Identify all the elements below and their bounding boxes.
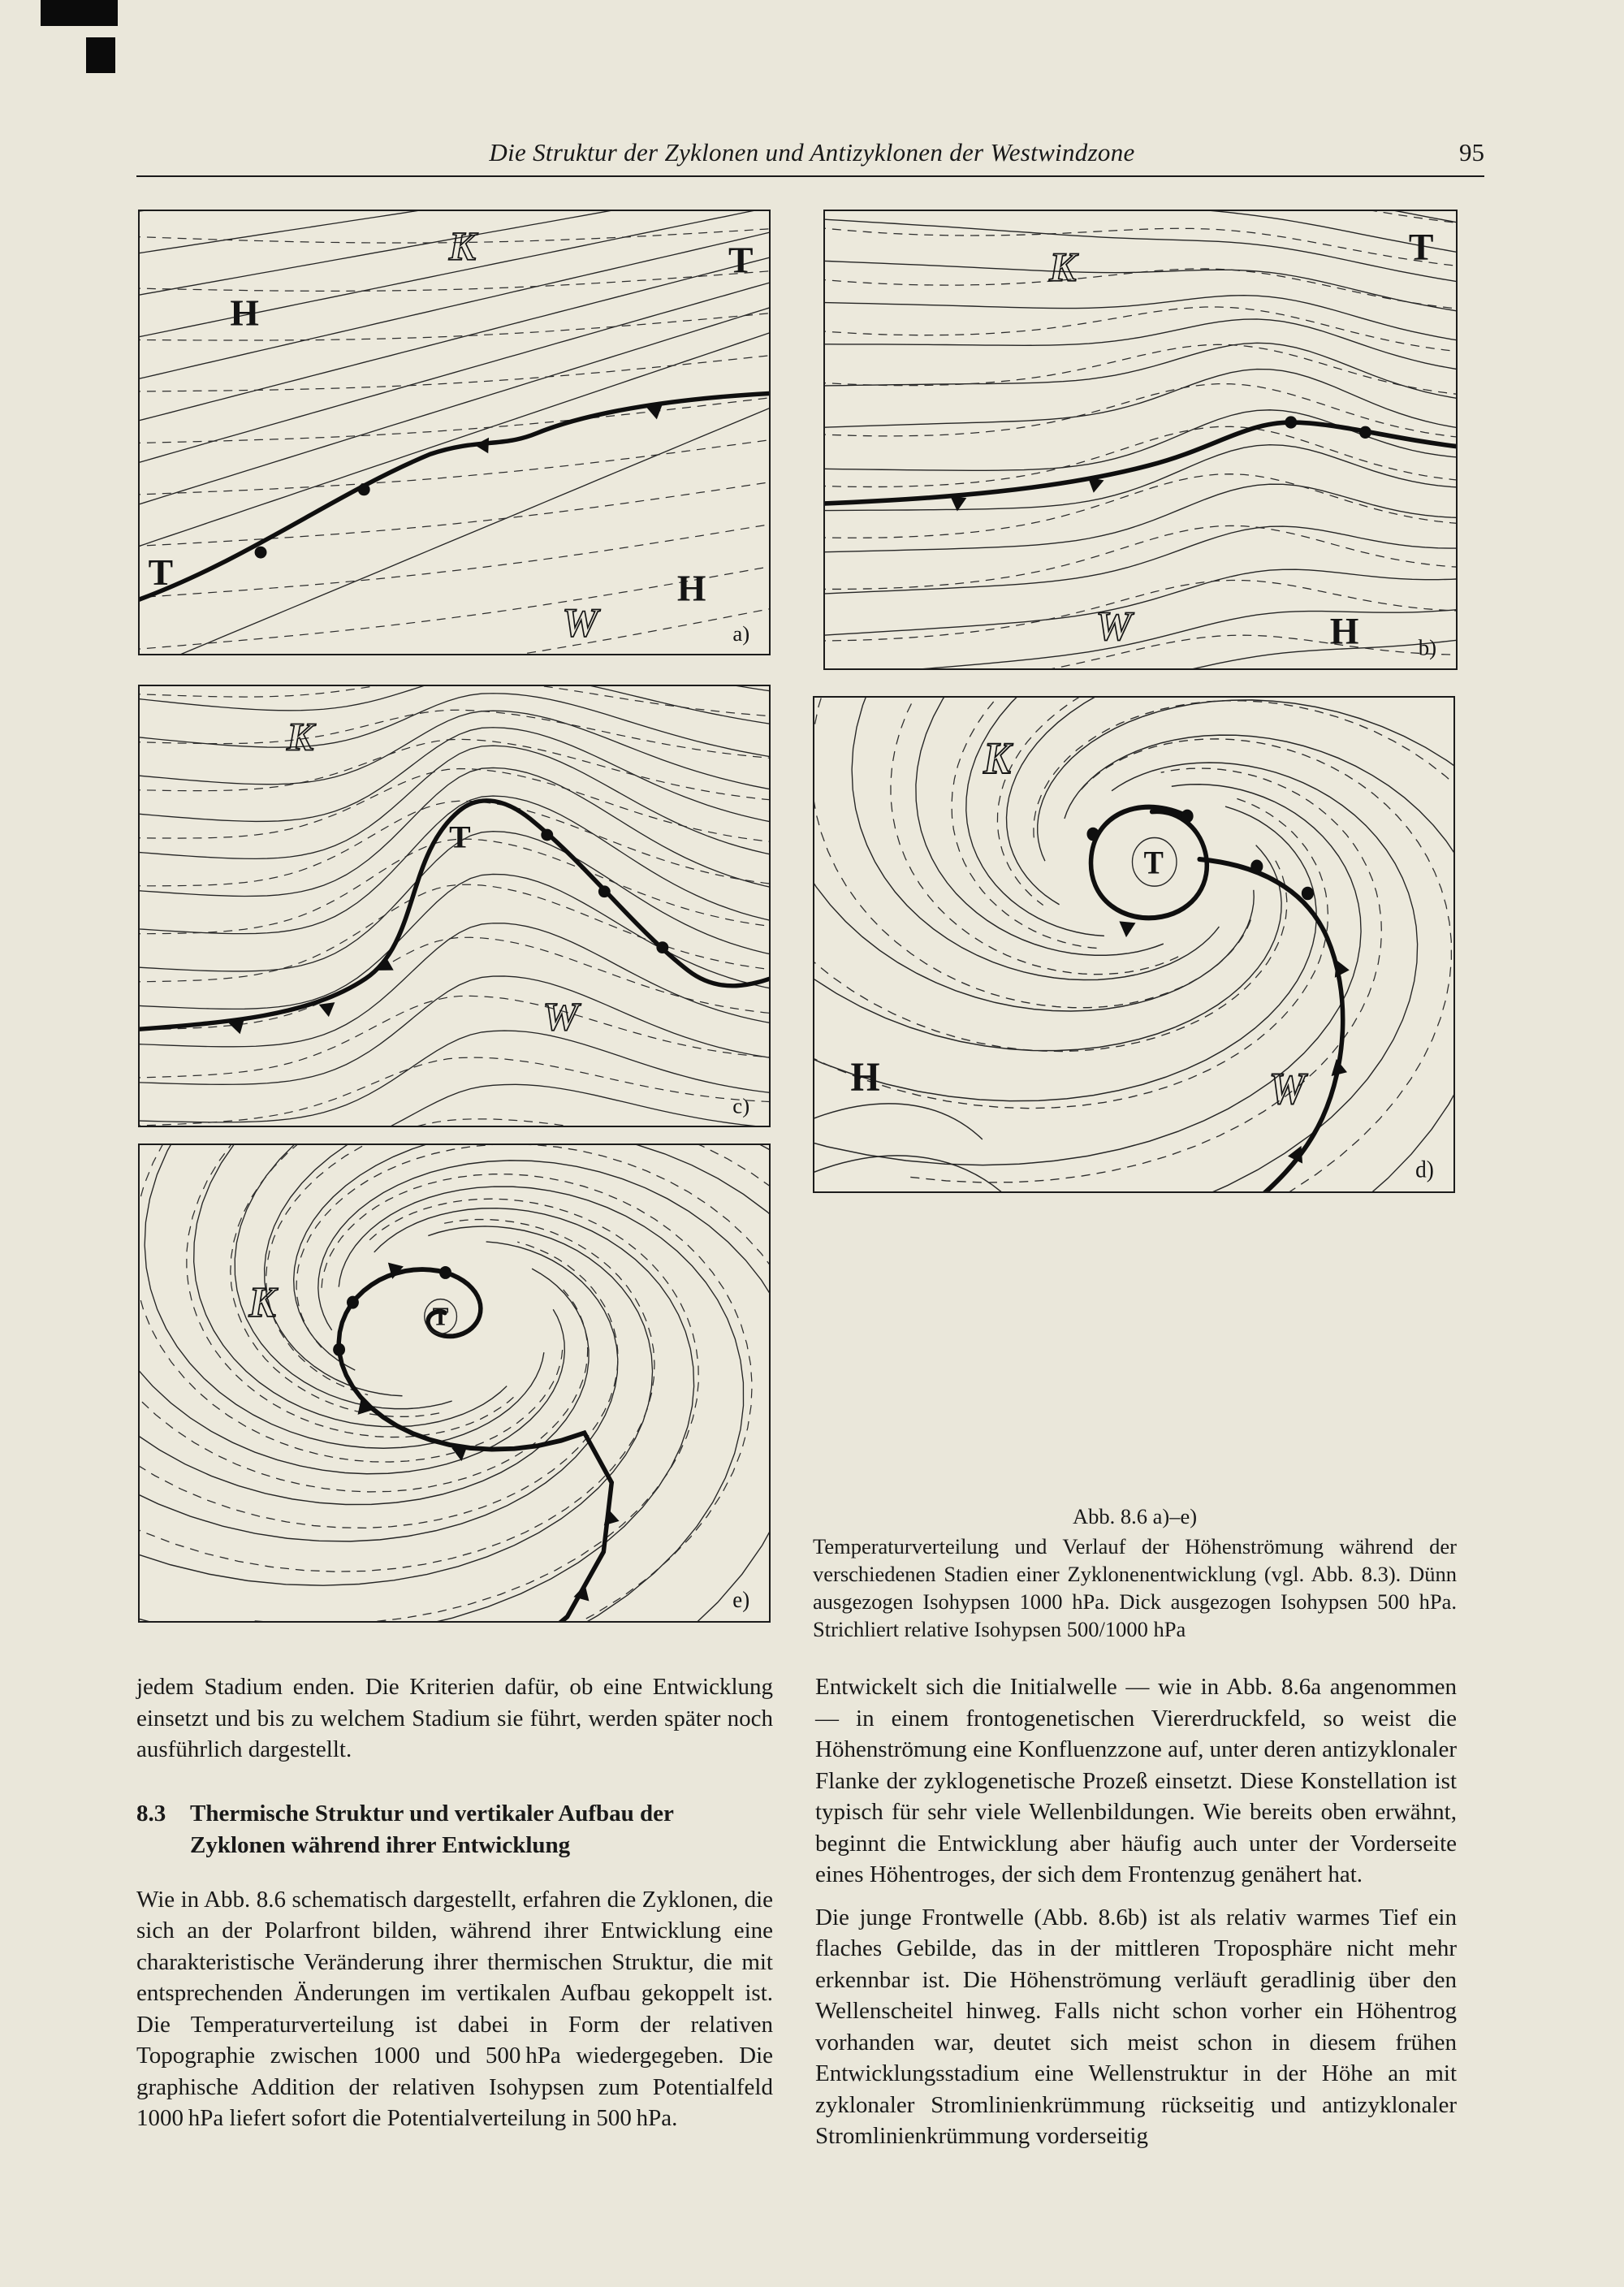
cold-front-triangle: [378, 956, 394, 971]
cold-front-triangle: [1087, 477, 1104, 493]
panel-label: b): [1419, 635, 1436, 659]
figure-caption: Abb. 8.6 a)–e) Temperaturverteilung und …: [813, 1502, 1457, 1643]
pressure-letter: T: [728, 239, 753, 280]
warm-front-dot: [1250, 859, 1263, 874]
pressure-letter: T: [149, 551, 173, 593]
low-center-circle: [1131, 837, 1177, 887]
header-rule: [136, 175, 1484, 177]
pressure-letter: W: [1095, 603, 1134, 650]
pressure-letter: K: [983, 734, 1013, 784]
pressure-letter: T: [433, 1302, 449, 1331]
cold-front-triangle: [1119, 921, 1136, 938]
pressure-letter: K: [286, 715, 316, 759]
warm-front-dot: [1358, 426, 1371, 439]
weather-chart-c: K T Wc): [140, 686, 769, 1126]
cold-front-triangle: [1331, 1058, 1348, 1076]
cold-front-triangle: [451, 1445, 468, 1462]
pressure-letter: K: [1048, 244, 1078, 290]
warm-front-dot: [1285, 416, 1298, 429]
front-line: [1088, 804, 1209, 921]
pressure-letter: H: [677, 568, 706, 609]
paragraph: jedem Stadium enden. Die Kriterien dafür…: [136, 1674, 773, 1762]
pressure-letter: H: [851, 1054, 880, 1100]
cold-front-triangle: [1287, 1145, 1303, 1164]
warm-front-dot: [656, 941, 669, 954]
warm-front-dot: [598, 885, 611, 898]
cold-front-triangle: [1334, 959, 1350, 978]
right-column: Entwickelt sich die Initialwelle — wie i…: [815, 1671, 1457, 2152]
left-column: jedem Stadium enden. Die Kriterien dafür…: [136, 1671, 773, 2134]
warm-front-dot: [1181, 809, 1194, 824]
paragraph: Entwickelt sich die Initialwelle — wie i…: [815, 1674, 1457, 1887]
warm-front-dot: [333, 1342, 346, 1356]
pressure-letter: K: [248, 1278, 279, 1326]
figure-caption-body: Temperaturverteilung und Verlauf der Höh…: [813, 1534, 1457, 1641]
cold-front-triangle: [357, 1398, 374, 1415]
pressure-letter: T: [1409, 227, 1434, 269]
figure-caption-title: Abb. 8.6 a)–e): [1072, 1504, 1198, 1528]
front-line: [1197, 856, 1345, 1191]
section-title: Thermische Struktur und vertikaler Aufba…: [190, 1800, 674, 1858]
weather-chart-d: K T H Wd): [814, 698, 1453, 1191]
pressure-letter: K: [448, 224, 478, 269]
cold-front-triangle: [603, 1508, 620, 1526]
low-center-circle: [424, 1298, 458, 1334]
pressure-letter: T: [449, 819, 471, 855]
front-line: [140, 798, 769, 1031]
pressure-letter: W: [1269, 1065, 1309, 1114]
scan-mark: [86, 37, 115, 73]
front-line: [825, 420, 1456, 506]
warm-front-dot: [357, 483, 370, 496]
page-header-title: Die Struktur der Zyklonen und Antizyklon…: [489, 138, 1135, 166]
cold-front-triangle: [573, 1584, 590, 1602]
panel-label: a): [732, 621, 749, 646]
scan-mark: [41, 0, 118, 26]
front-line: [336, 1267, 615, 1621]
warm-front-dot: [346, 1295, 359, 1309]
section-number: 8.3: [136, 1800, 166, 1827]
cold-front-triangle: [474, 437, 490, 454]
cold-front-triangle: [318, 1002, 335, 1018]
paragraph: Wie in Abb. 8.6 schematisch dargestellt,…: [136, 1886, 773, 2132]
pressure-letter: H: [230, 292, 259, 334]
panel-label: e): [732, 1587, 749, 1613]
weather-chart-e: K Te): [140, 1145, 769, 1621]
pressure-letter: T: [1144, 845, 1164, 881]
warm-front-dot: [254, 546, 267, 559]
paragraph: Die junge Frontwelle (Abb. 8.6b) ist als…: [815, 1904, 1457, 2150]
warm-front-dot: [439, 1265, 451, 1279]
pressure-letter: W: [543, 994, 581, 1039]
cold-front-triangle: [228, 1018, 244, 1035]
pressure-letter: W: [562, 600, 601, 645]
page-number: 95: [1459, 138, 1484, 166]
front-line: [140, 391, 769, 602]
warm-front-dot: [1086, 827, 1099, 841]
pressure-letter: H: [1330, 611, 1359, 653]
warm-front-dot: [541, 828, 554, 841]
warm-front-dot: [1301, 886, 1314, 901]
panel-label: c): [732, 1093, 749, 1118]
cold-front-triangle: [646, 404, 663, 420]
cold-front-triangle: [950, 496, 967, 512]
cold-front-triangle: [387, 1262, 404, 1279]
panel-label: d): [1415, 1156, 1434, 1182]
section-heading: 8.3 Thermische Struktur und vertikaler A…: [136, 1798, 773, 1861]
